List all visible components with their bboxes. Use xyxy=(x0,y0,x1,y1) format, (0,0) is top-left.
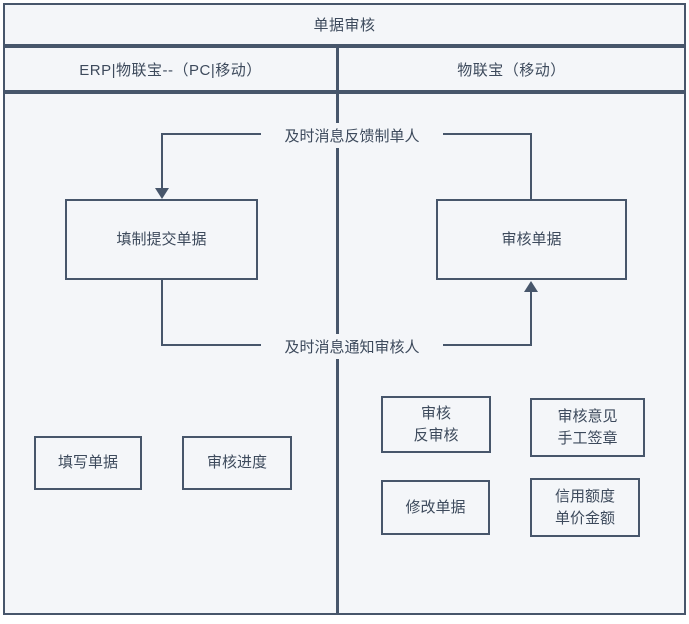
node-review-unreview-line1: 审核 xyxy=(420,404,451,422)
node-fill-submit-label: 填制提交单据 xyxy=(116,230,207,248)
connector-notify-bottom-right xyxy=(430,344,532,346)
node-credit-amount-line1: 信用额度 xyxy=(554,487,615,505)
connector-feedback-drop xyxy=(161,133,163,189)
node-review-opinion-line1: 审核意见 xyxy=(557,407,618,425)
connector-notify-bottom-left xyxy=(161,344,261,346)
node-review-unreview[interactable]: 审核 反审核 xyxy=(381,396,491,453)
arrow-into-review-doc xyxy=(524,281,538,292)
node-review-progress[interactable]: 审核进度 xyxy=(182,436,292,490)
connector-feedback-top-right xyxy=(430,133,532,135)
connector-notify-riser xyxy=(530,291,532,345)
edge-label-notify: 及时消息通知审核人 xyxy=(261,334,443,359)
node-review-doc-label: 审核单据 xyxy=(501,230,562,248)
diagram-title-row: 单据审核 xyxy=(3,3,686,46)
node-modify-doc[interactable]: 修改单据 xyxy=(381,480,490,535)
connector-feedback-top-left xyxy=(161,133,261,135)
node-review-doc[interactable]: 审核单据 xyxy=(436,199,627,280)
edge-label-feedback: 及时消息反馈制单人 xyxy=(261,123,443,148)
lane-header-mobile-label: 物联宝（移动） xyxy=(457,61,566,79)
arrow-into-fill-submit xyxy=(155,188,169,199)
node-review-progress-label: 审核进度 xyxy=(206,454,267,472)
node-credit-amount-line2: 单价金额 xyxy=(554,509,615,527)
diagram-title: 单据审核 xyxy=(313,17,376,34)
node-review-opinion-line2: 手工签章 xyxy=(557,429,618,447)
node-fill-doc[interactable]: 填写单据 xyxy=(34,436,142,490)
lane-header-mobile: 物联宝（移动） xyxy=(337,46,686,92)
node-review-unreview-line2: 反审核 xyxy=(413,426,459,444)
lane-header-erp-label: ERP|物联宝--（PC|移动） xyxy=(79,61,262,79)
node-fill-submit[interactable]: 填制提交单据 xyxy=(65,199,258,280)
node-fill-doc-label: 填写单据 xyxy=(57,454,118,472)
node-modify-doc-label: 修改单据 xyxy=(405,498,466,516)
node-credit-amount[interactable]: 信用额度 单价金额 xyxy=(530,478,640,537)
node-review-opinion[interactable]: 审核意见 手工签章 xyxy=(530,398,645,457)
connector-feedback-riser xyxy=(530,133,532,199)
lane-header-erp: ERP|物联宝--（PC|移动） xyxy=(3,46,338,92)
connector-notify-drop xyxy=(161,280,163,345)
